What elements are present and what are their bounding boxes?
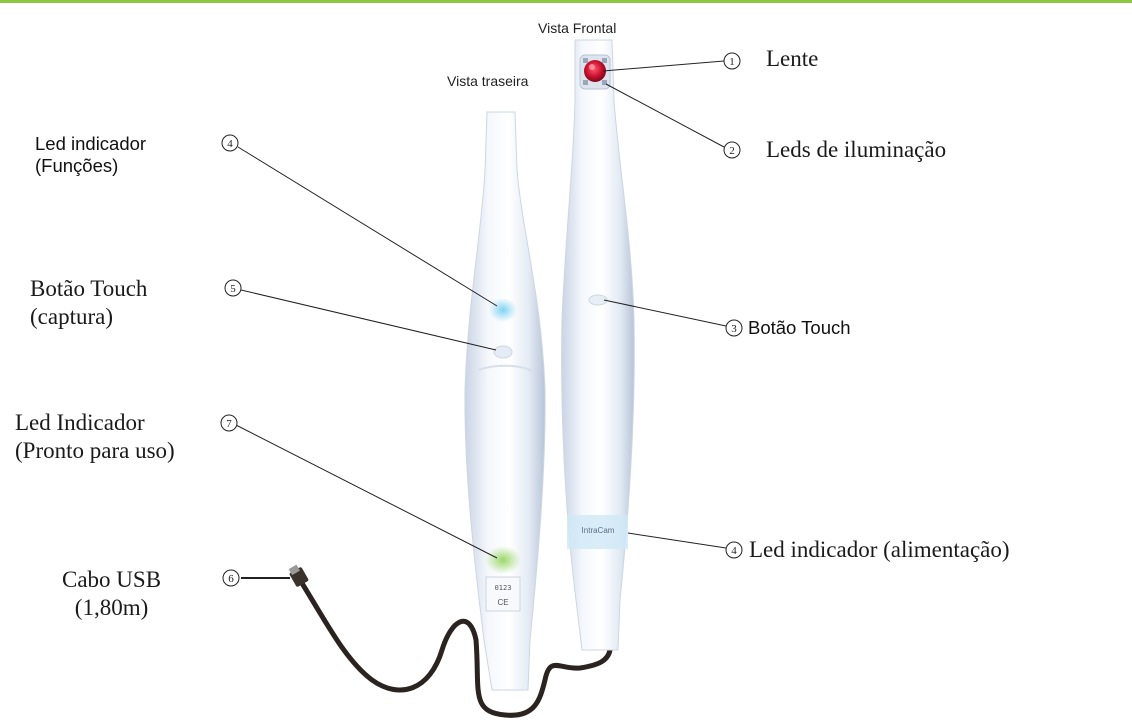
svg-text:4: 4 bbox=[227, 138, 233, 150]
label-botao-touch-front: Botão Touch bbox=[748, 317, 851, 339]
label-led-alimentacao: Led indicador (alimentação) bbox=[749, 536, 1010, 564]
leader-lente bbox=[603, 61, 724, 71]
back-touch-button bbox=[494, 346, 512, 358]
svg-text:6: 6 bbox=[228, 573, 234, 585]
leader-led-pronto bbox=[236, 425, 497, 558]
callout-number-1: 1 bbox=[724, 53, 740, 69]
label-botao-touch-back-line2: (captura) bbox=[30, 303, 147, 331]
callout-number-4-front: 4 bbox=[726, 542, 742, 558]
illumination-led-icon bbox=[583, 58, 588, 63]
label-led-funcoes-line1: Led indicador bbox=[35, 133, 146, 155]
callout-number-4-back: 4 bbox=[222, 135, 238, 151]
svg-text:5: 5 bbox=[230, 283, 236, 295]
svg-text:7: 7 bbox=[226, 418, 232, 430]
led-functions-glow bbox=[489, 298, 517, 322]
svg-text:4: 4 bbox=[731, 545, 737, 557]
front-view-title: Vista Frontal bbox=[538, 20, 616, 37]
usb-cable bbox=[300, 580, 610, 715]
leader-led-funcoes bbox=[238, 147, 497, 306]
back-ce-mark: CE bbox=[497, 598, 508, 607]
leader-led-alimentacao bbox=[628, 533, 726, 548]
label-lente: Lente bbox=[766, 45, 818, 73]
front-brand-text: IntraCam bbox=[582, 526, 615, 535]
label-cabo-usb: Cabo USB (1,80m) bbox=[62, 566, 161, 621]
label-leds-iluminacao: Leds de iluminação bbox=[766, 136, 946, 164]
label-led-funcoes-line2: (Funções) bbox=[35, 155, 146, 177]
callout-number-5: 5 bbox=[225, 280, 241, 296]
leader-botao-touch-back bbox=[241, 290, 496, 350]
front-camera-body bbox=[562, 40, 635, 650]
callout-number-6: 6 bbox=[223, 570, 239, 586]
svg-text:1: 1 bbox=[729, 56, 735, 68]
lens-icon bbox=[584, 60, 606, 82]
usb-connector bbox=[289, 565, 309, 588]
callout-number-2: 2 bbox=[724, 142, 740, 158]
back-view-title: Vista traseira bbox=[447, 73, 528, 90]
label-led-pronto: Led Indicador (Pronto para uso) bbox=[15, 409, 175, 464]
label-botao-touch-back-line1: Botão Touch bbox=[30, 275, 147, 303]
callout-number-3: 3 bbox=[726, 320, 742, 336]
leader-leds-iluminacao bbox=[606, 84, 724, 147]
label-led-pronto-line2: (Pronto para uso) bbox=[15, 437, 175, 465]
svg-text:2: 2 bbox=[729, 145, 735, 157]
callout-number-7: 7 bbox=[221, 415, 237, 431]
label-led-funcoes: Led indicador (Funções) bbox=[35, 133, 146, 177]
label-led-pronto-line1: Led Indicador bbox=[15, 409, 175, 437]
svg-text:3: 3 bbox=[731, 323, 737, 335]
led-ready-glow bbox=[485, 546, 521, 574]
label-cabo-usb-line1: Cabo USB bbox=[62, 566, 161, 594]
label-botao-touch-back: Botão Touch (captura) bbox=[30, 275, 147, 330]
label-cabo-usb-line2: (1,80m) bbox=[62, 594, 161, 622]
back-cert-text: 0123 bbox=[495, 584, 512, 592]
